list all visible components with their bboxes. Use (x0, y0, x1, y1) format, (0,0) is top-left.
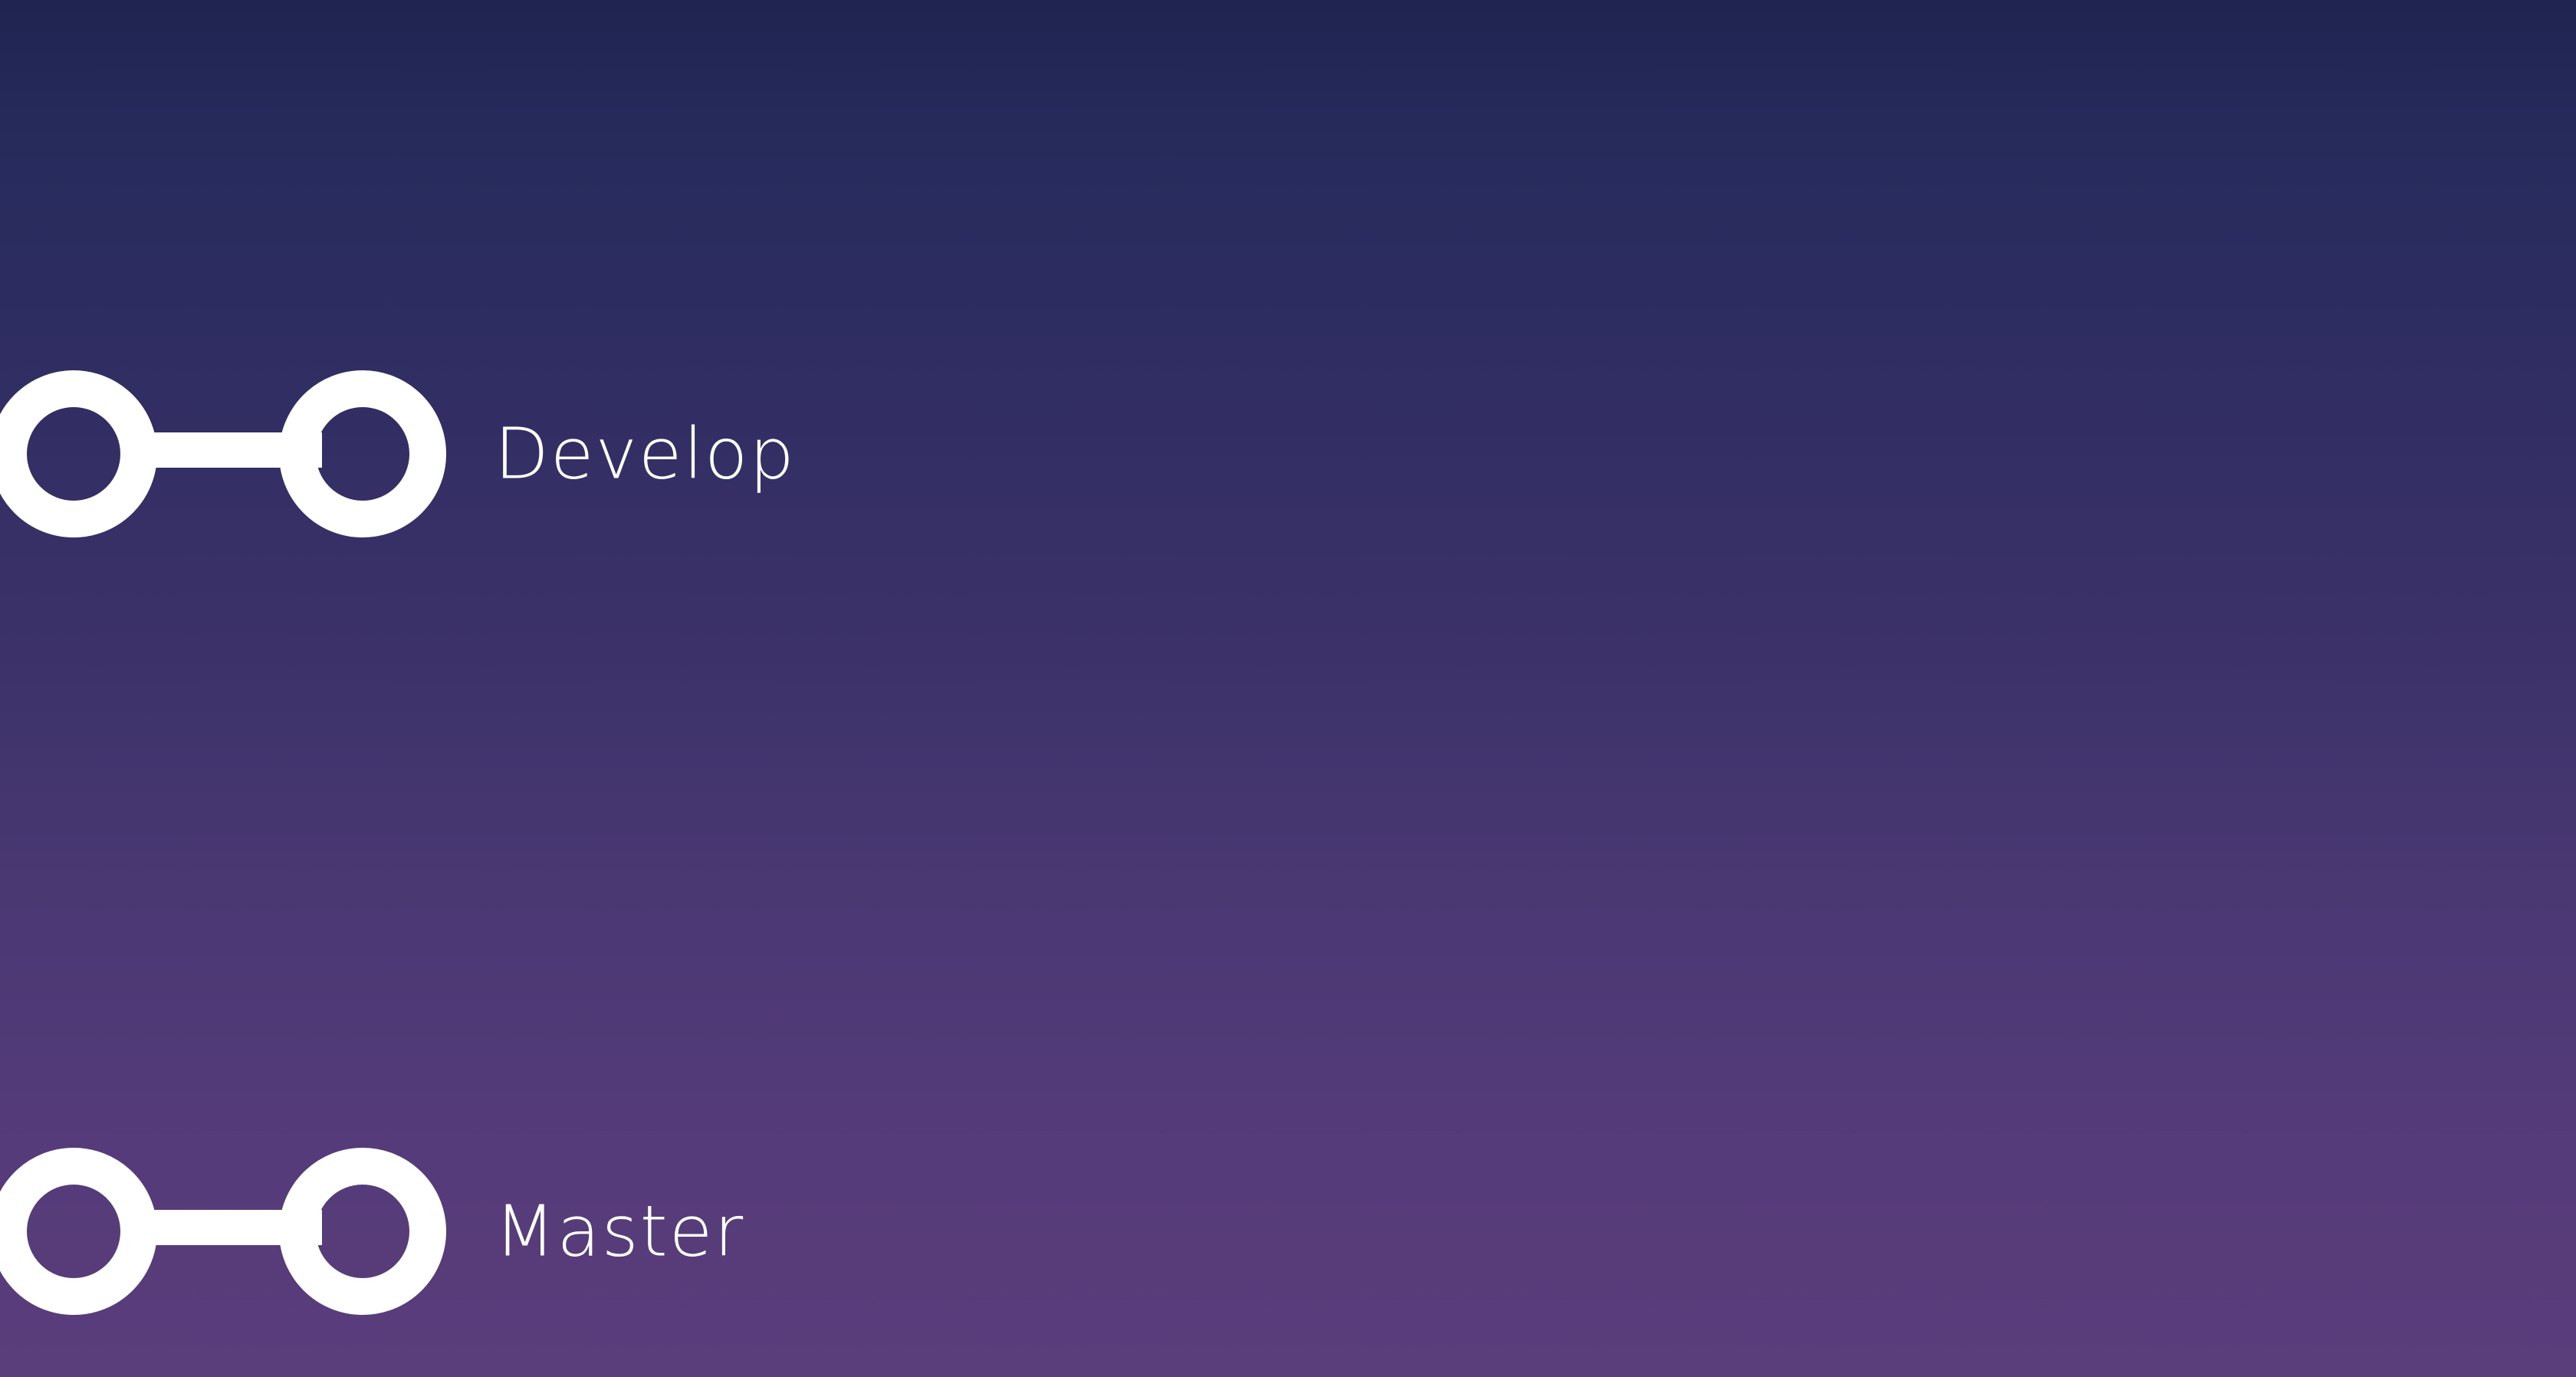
branch-master: Master (0, 1143, 843, 1319)
git-commit-icon (0, 370, 446, 537)
branch-label: Develop (495, 412, 796, 495)
branch-develop: Develop (0, 366, 843, 542)
git-commit-icon (0, 1148, 446, 1315)
branch-label: Master (495, 1190, 745, 1273)
